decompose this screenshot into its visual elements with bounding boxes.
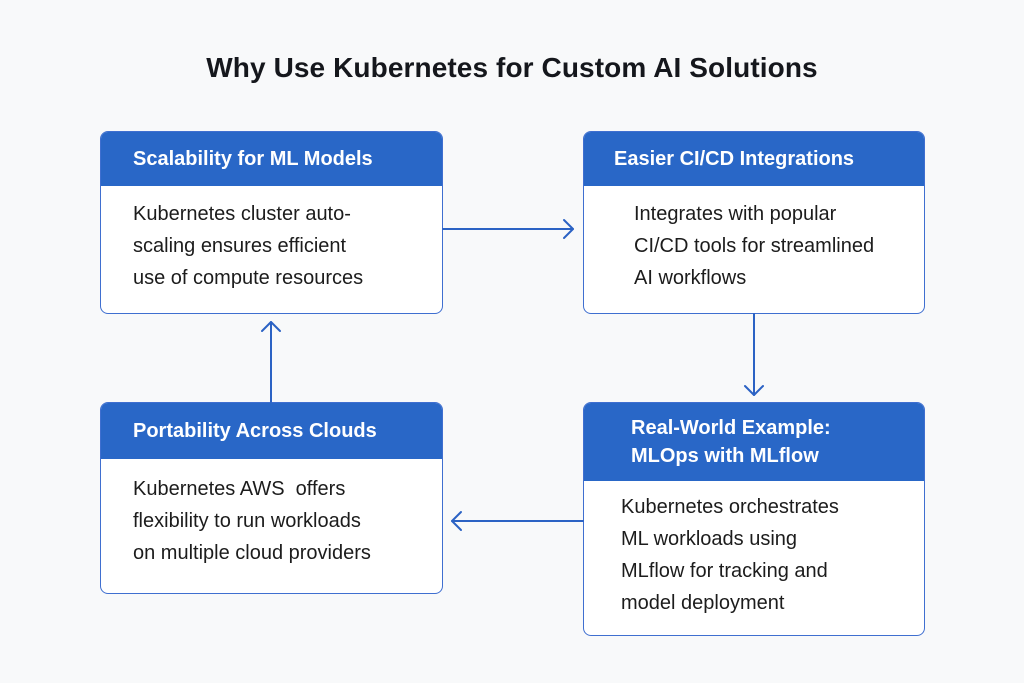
card-cicd-title: Easier CI/CD Integrations [614, 148, 855, 170]
card-cicd-header: Easier CI/CD Integrations [584, 132, 924, 186]
card-real-world-title: Real-World Example: [631, 417, 831, 439]
card-scalability-line: Kubernetes cluster auto- [133, 203, 351, 225]
card-cicd: Easier CI/CD Integrations Integrates wit… [583, 131, 925, 314]
card-scalability-body: Kubernetes cluster auto- scaling ensures… [101, 186, 442, 294]
card-cicd-line: Integrates with popular [634, 203, 837, 225]
card-real-world-line: model deployment [621, 592, 785, 614]
card-real-world-line: ML workloads using [621, 528, 798, 550]
card-portability-line: flexibility to run workloads [133, 510, 361, 532]
card-cicd-body: Integrates with popular CI/CD tools for … [584, 186, 924, 294]
card-portability-line: on multiple cloud providers [133, 542, 371, 564]
arrow-scalability-to-cicd [442, 219, 574, 239]
card-portability-header: Portability Across Clouds [101, 403, 442, 459]
card-real-world-line: MLflow for tracking and [621, 560, 828, 582]
card-scalability-line: use of compute resources [133, 267, 364, 289]
card-cicd-line: CI/CD tools for streamlined [634, 235, 875, 257]
card-real-world-title: MLOps with MLflow [631, 445, 819, 467]
card-real-world: Real-World Example: MLOps with MLflow Ku… [583, 402, 925, 636]
card-portability-line: Kubernetes AWS offers [133, 478, 346, 500]
arrow-cicd-to-real-world [744, 313, 764, 396]
diagram-title: Why Use Kubernetes for Custom AI Solutio… [206, 52, 818, 83]
arrow-real-world-to-portability [451, 511, 584, 531]
card-portability-title: Portability Across Clouds [133, 420, 377, 442]
arrow-portability-to-scalability [261, 321, 281, 403]
card-cicd-line: AI workflows [634, 267, 747, 289]
card-real-world-line: Kubernetes orchestrates [621, 496, 839, 518]
card-real-world-body: Kubernetes orchestrates ML workloads usi… [584, 481, 924, 619]
card-scalability-line: scaling ensures efficient [133, 235, 347, 257]
card-real-world-header: Real-World Example: MLOps with MLflow [584, 403, 924, 481]
card-scalability: Scalability for ML Models Kubernetes clu… [100, 131, 443, 314]
card-portability-body: Kubernetes AWS offers flexibility to run… [101, 459, 442, 569]
card-scalability-title: Scalability for ML Models [133, 148, 373, 170]
card-portability: Portability Across Clouds Kubernetes AWS… [100, 402, 443, 594]
card-scalability-header: Scalability for ML Models [101, 132, 442, 186]
